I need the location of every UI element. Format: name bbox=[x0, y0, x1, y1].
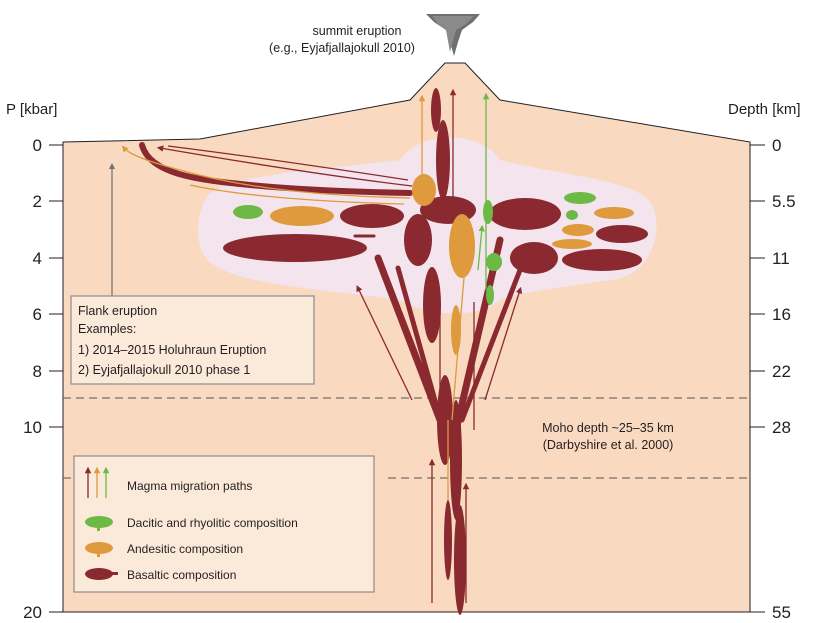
pressure-tick-3: 6 bbox=[33, 305, 42, 324]
legend-andesitic-label: Andesitic composition bbox=[127, 542, 243, 556]
pressure-tick-1: 2 bbox=[33, 192, 42, 211]
summit-label-line1: summit eruption bbox=[313, 24, 402, 38]
moho-label-line2: (Darbyshire et al. 2000) bbox=[543, 438, 674, 452]
depth-tick-3: 16 bbox=[772, 305, 791, 324]
pressure-tick-2: 4 bbox=[33, 249, 42, 268]
depth-ticks bbox=[750, 145, 765, 612]
pressure-tick-6: 20 bbox=[23, 603, 42, 622]
flank-box-title: Flank eruption bbox=[78, 304, 157, 318]
pressure-tick-5: 10 bbox=[23, 418, 42, 437]
summit-label-line2: (e.g., Eyjafjallajokull 2010) bbox=[269, 41, 415, 55]
legend-paths-label: Magma migration paths bbox=[127, 479, 252, 493]
flank-box-example1: 1) 2014–2015 Holuhraun Eruption bbox=[78, 343, 266, 357]
flank-box-examples: Examples: bbox=[78, 322, 136, 336]
right-axis-title: Depth [km] bbox=[728, 101, 801, 118]
depth-tick-0: 0 bbox=[772, 136, 781, 155]
legend-basaltic-label: Basaltic composition bbox=[127, 568, 236, 582]
depth-tick-6: 55 bbox=[772, 603, 791, 622]
depth-tick-4: 22 bbox=[772, 362, 791, 381]
depth-tick-2: 11 bbox=[772, 249, 790, 268]
depth-tick-1: 5.5 bbox=[772, 192, 796, 211]
left-axis-title: P [kbar] bbox=[6, 101, 57, 118]
legend-dacitic-label: Dacitic and rhyolitic composition bbox=[127, 516, 298, 530]
pressure-tick-4: 8 bbox=[33, 362, 42, 381]
pressure-ticks bbox=[49, 145, 63, 612]
flank-box-example2: 2) Eyjafjallajokull 2010 phase 1 bbox=[78, 363, 250, 377]
moho-label-line1: Moho depth ~25–35 km bbox=[542, 421, 674, 435]
pressure-tick-0: 0 bbox=[33, 136, 42, 155]
depth-tick-5: 28 bbox=[772, 418, 791, 437]
